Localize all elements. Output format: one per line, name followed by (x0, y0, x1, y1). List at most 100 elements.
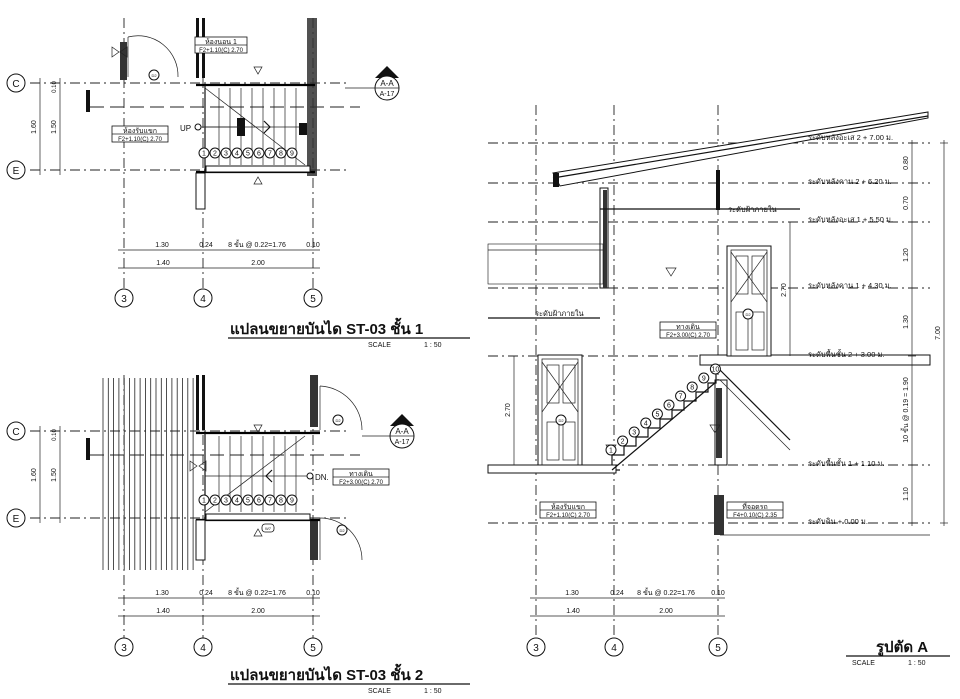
section-dim-1-40: 1.40 (566, 608, 580, 615)
section-dim-r5: 10 ขั้น @ 0.19 = 1.90 (899, 377, 910, 443)
section-step-circle (651, 408, 663, 420)
section-step-number: 2 (621, 439, 625, 446)
plan1-grid-5: 5 (310, 294, 316, 305)
plan1-step-circle (286, 147, 298, 159)
plan1-section-sheet: A-17 (380, 91, 395, 98)
section-door-tag-lower: D2 (558, 418, 564, 423)
plan1-step-number: 3 (224, 151, 228, 158)
plan2-grid-3: 3 (121, 643, 127, 654)
plan2-dim-2-00: 2.00 (251, 608, 265, 615)
plan2-dim-1-30: 1.30 (155, 590, 169, 597)
plan1-step-number: 7 (268, 151, 272, 158)
plan2-door-tag-2: D2 (339, 528, 345, 533)
section-level-7: ระดับพื้นชั้น 1 + 1.10 ม. (808, 458, 885, 468)
section-ceiling-label-left: ระดับฝ้าภายใน (535, 309, 584, 318)
section-step-circle (663, 399, 675, 411)
section-level-4: ระดับหลังอะเส 1 + 5.50 ม. (808, 215, 893, 224)
plan2-grid-4: 4 (200, 643, 206, 654)
section-step-number: 10 (712, 367, 720, 374)
plan1-step-number: 6 (257, 151, 261, 158)
section-room-garage-name: ที่จอดรถ (742, 502, 767, 511)
plan2-dim-stairs: 8 ขั้น @ 0.22=1.76 (228, 586, 286, 597)
section-step-circle (709, 363, 721, 375)
section-door-lower: D2 (537, 354, 583, 466)
plan2-grid-c: C (12, 427, 19, 438)
plan2-window-tag: W7 (265, 526, 272, 531)
plan2-room-spec: F2+3.00(C) 2.70 (339, 480, 384, 486)
section-grid-5: 5 (715, 643, 721, 654)
plan2-step-number: 9 (290, 498, 294, 505)
plan2-step-circle (198, 494, 210, 506)
plan2-door-tag: D2 (335, 418, 341, 423)
section-step-circle (675, 390, 687, 402)
plan1-section-ref: A-A (380, 79, 394, 88)
section-dim-stairs: 8 ขั้น @ 0.22=1.76 (637, 586, 695, 597)
plan2-step-circle (242, 494, 254, 506)
section-grid-3: 3 (533, 643, 539, 654)
plan2-balcony-railing (102, 378, 194, 570)
plan1-dim-0-10: 0.10 (306, 242, 320, 249)
plan1-step-number: 9 (290, 151, 294, 158)
section-dim-270-left: 2.70 (505, 403, 512, 417)
plan2-step-number: 7 (268, 498, 272, 505)
plan2-room-name: ทางเดิน (349, 470, 373, 478)
plan1-grid-4: 4 (200, 294, 206, 305)
plan2-step-number: 4 (235, 498, 239, 505)
section-dim-r1: 0.80 (903, 156, 910, 170)
plan1-step-circle (198, 147, 210, 159)
plan2-grid-e: E (13, 514, 20, 525)
section-dim-r6: 1.10 (903, 487, 910, 501)
plan1-dim-1-30: 1.30 (155, 242, 169, 249)
plan1-dim-v-1-60: 1.60 (31, 120, 38, 134)
plan1-step-circle (209, 147, 221, 159)
section-door-tag-upper: D2 (745, 312, 751, 317)
plan2-step-number: 1 (202, 498, 206, 505)
plan1-dim-v-0-10: 0.10 (52, 81, 58, 93)
plan1-room-top-spec: F2+1.10(C) 2.70 (199, 48, 244, 54)
section-dim-2-00: 2.00 (659, 608, 673, 615)
plan1-room-top-name: ห้องนอน 1 (205, 38, 237, 46)
plan1-up-label: UP (180, 124, 191, 133)
section-step-circle (640, 417, 652, 429)
section-step-circle (617, 435, 629, 447)
section-level-2: ระดับหลังคาน 2 + 6.20 ม. (808, 177, 892, 186)
plan2-dim-v-0-10: 0.10 (52, 429, 58, 441)
plan1-step-circle (220, 147, 232, 159)
plan2-grid-5: 5 (310, 643, 316, 654)
section-room-lower-spec: F2+1.10(C) 2.70 (546, 513, 591, 519)
plan2-step-number: 8 (279, 498, 283, 505)
plan1-step-number: 5 (246, 151, 250, 158)
plan2-step-number: 2 (213, 498, 217, 505)
section-dim-1-30: 1.30 (565, 590, 579, 597)
plan1-grid-c: C (12, 79, 19, 90)
section-step-number: 3 (632, 430, 636, 437)
section-step-circle (605, 444, 617, 456)
plan1-scale-label: SCALE (368, 342, 391, 349)
section-dim-0-10: 0.10 (711, 590, 725, 597)
section-scale-value: 1 : 50 (908, 660, 926, 667)
plan1-scale-value: 1 : 50 (424, 342, 442, 349)
section-dim-r3: 1.20 (903, 248, 910, 262)
plan2-step-circle (264, 494, 276, 506)
section-dim-r4: 1.30 (903, 315, 910, 329)
section-dim-0-24: 0.24 (610, 590, 624, 597)
plan1-step-circle (242, 147, 254, 159)
plan1-step-number: 4 (235, 151, 239, 158)
plan2-step-circle (275, 494, 287, 506)
section-room-garage-spec: F4+0.10(C) 2.35 (733, 513, 778, 519)
plan2-step-circle (286, 494, 298, 506)
plan2-step-number: 5 (246, 498, 250, 505)
section-step-number: 5 (655, 412, 659, 419)
plan1-step-number: 8 (279, 151, 283, 158)
section-total-dim: 7.00 (935, 326, 942, 340)
plan1-dim-v-1-50: 1.50 (51, 120, 58, 134)
plan2-dim-v-1-50: 1.50 (51, 468, 58, 482)
plan1-step-circle (264, 147, 276, 159)
section-room-lower-name: ห้องรับแขก (551, 503, 585, 511)
plan1-dim-2-00: 2.00 (251, 260, 265, 267)
section-scale-label: SCALE (852, 660, 875, 667)
